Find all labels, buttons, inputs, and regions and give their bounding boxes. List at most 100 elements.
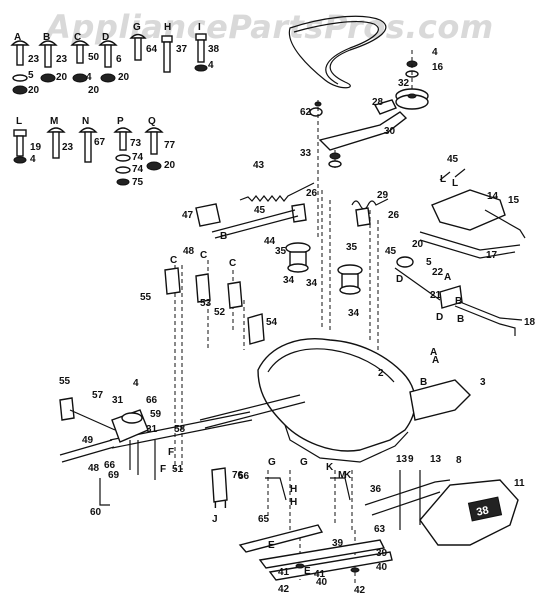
- hardware-key: [10, 33, 208, 186]
- front-bracket: [409, 379, 471, 421]
- callout-48: 31: [146, 424, 158, 435]
- hardware-part-label: 67: [94, 137, 106, 148]
- callout-1: 16: [432, 62, 444, 73]
- bracket-26-left: [291, 203, 307, 223]
- bolt-m: [46, 127, 66, 159]
- callout-13: 43: [253, 160, 265, 171]
- hardware-part-label: 4: [208, 60, 214, 71]
- callout-64: 63: [374, 524, 386, 535]
- callout-70: 39: [332, 538, 344, 549]
- callout-68: 41: [278, 567, 290, 578]
- bolt-a: [10, 40, 30, 95]
- spring-43: [239, 182, 315, 202]
- callout-59: 13: [396, 454, 408, 465]
- callout-39: 2: [378, 368, 384, 379]
- bracket-52: [227, 281, 243, 309]
- callout-88: D: [396, 274, 403, 285]
- callout-24: A: [444, 272, 451, 283]
- bracket-26-right: [355, 207, 371, 227]
- callout-87: K: [344, 470, 352, 481]
- callout-50: 49: [82, 435, 94, 446]
- hardware-key-p: P: [117, 116, 124, 127]
- callout-25: 21: [430, 290, 442, 301]
- callout-6: 33: [300, 148, 312, 159]
- bracket-53: [195, 273, 211, 303]
- callout-19: 35: [346, 242, 358, 253]
- callout-85: K: [326, 462, 334, 473]
- hardware-key-l: L: [16, 116, 22, 127]
- hardware-part-label: 4: [30, 154, 36, 165]
- callout-8: 26: [306, 188, 318, 199]
- blade-right-lower: [268, 551, 393, 581]
- callout-65: 65: [258, 514, 270, 525]
- callout-12: 17: [486, 250, 498, 261]
- blade-right-upper: [258, 539, 386, 569]
- callout-2: 32: [398, 78, 410, 89]
- callout-86: M: [338, 470, 346, 481]
- hardware-key-a: A: [14, 32, 21, 43]
- callout-58: 36: [370, 484, 382, 495]
- callout-81: H: [290, 497, 297, 508]
- callout-61: 13: [430, 454, 442, 465]
- callout-29: C: [200, 250, 207, 261]
- callout-33: 53: [200, 298, 212, 309]
- bolt-i: [194, 33, 208, 72]
- callout-37: 34: [306, 278, 318, 289]
- callout-55: 60: [90, 507, 102, 518]
- bolt-q: [144, 127, 164, 171]
- callout-46: 66: [146, 395, 158, 406]
- hardware-key-n: N: [82, 116, 89, 127]
- callout-54: 51: [172, 464, 184, 475]
- callout-93: A: [432, 355, 439, 366]
- callout-30: C: [229, 258, 236, 269]
- hanger-lines: [174, 190, 379, 585]
- hardware-part-label: 74: [132, 152, 144, 163]
- callout-18: 35: [275, 246, 287, 257]
- callout-91: B: [455, 296, 462, 307]
- hardware-part-label: 73: [130, 138, 142, 149]
- mower-deck: [257, 338, 416, 452]
- hardware-part-label: 50: [88, 52, 100, 63]
- callout-62: 8: [456, 455, 462, 466]
- callout-66: 39: [376, 548, 388, 559]
- callout-57: 76: [232, 470, 244, 481]
- callout-44: 4: [133, 378, 139, 389]
- callout-75: E: [304, 566, 311, 577]
- callout-32: 55: [140, 292, 152, 303]
- bracket-47: [195, 203, 221, 227]
- front-rod: [364, 479, 451, 506]
- hardware-part-label: 38: [208, 44, 220, 55]
- callout-16: 44: [264, 236, 276, 247]
- callout-15: 45: [254, 205, 266, 216]
- callout-28: C: [170, 255, 177, 266]
- hardware-part-label: 6: [116, 54, 122, 65]
- hardware-part-label: 4: [86, 72, 92, 83]
- callout-78: G: [268, 457, 276, 468]
- callout-0: 4: [432, 47, 438, 58]
- hardware-part-label: 37: [176, 44, 188, 55]
- callout-38: 34: [348, 308, 360, 319]
- hardware-key-q: Q: [148, 116, 156, 127]
- hardware-key-g: G: [133, 22, 141, 33]
- callout-53: 69: [108, 470, 120, 481]
- callout-41: 3: [480, 377, 486, 388]
- bolt-d: [98, 40, 118, 83]
- callout-51: 48: [88, 463, 100, 474]
- callout-69: 42: [278, 584, 290, 595]
- callout-5: 30: [384, 126, 396, 137]
- pulley-32: [395, 50, 429, 110]
- callout-63: 11: [514, 478, 525, 489]
- idler-bracket: [318, 111, 408, 151]
- hardware-part-label: 20: [56, 72, 68, 83]
- callout-14: 47: [182, 210, 194, 221]
- callout-11: 15: [508, 195, 520, 206]
- bracket-65: [164, 267, 181, 295]
- callout-89: D: [436, 312, 443, 323]
- callout-83: I: [224, 500, 227, 511]
- callout-72: 41: [314, 569, 326, 580]
- lift-assembly: [419, 168, 526, 336]
- bolt-h: [161, 35, 173, 73]
- hardware-part-label: 19: [30, 142, 42, 153]
- callout-56: 56: [238, 471, 250, 482]
